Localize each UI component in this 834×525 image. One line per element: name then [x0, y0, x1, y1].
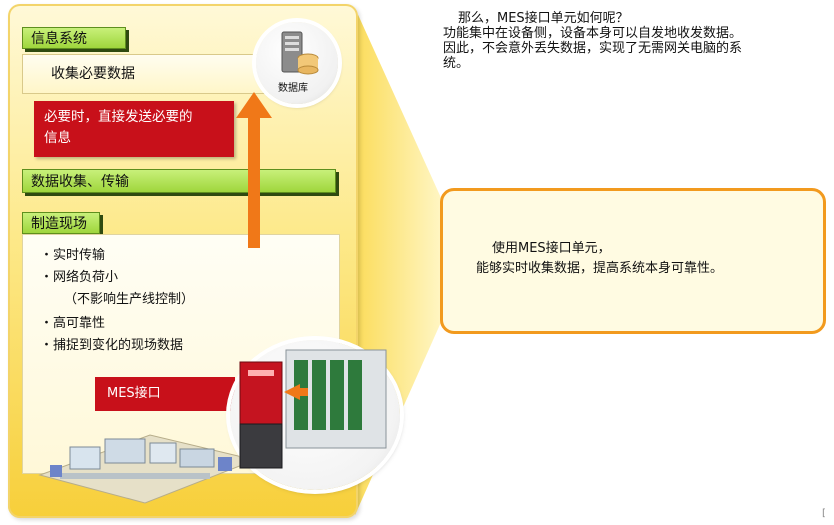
field-header: 制造现场: [22, 212, 100, 234]
collect-data-box: 收集必要数据: [22, 54, 270, 94]
direct-send-box: 必要时，直接发送必要的 信息: [34, 101, 234, 157]
callout-line: 使用MES接口单元，: [492, 241, 611, 256]
callout-box: [440, 188, 826, 334]
callout-line: 能够实时收集数据，提高系统本身可靠性。: [476, 261, 724, 276]
direct-send-line-2: 信息: [44, 130, 71, 146]
server-icon: [281, 31, 319, 75]
data-collection-header: 数据收集、传输: [22, 169, 336, 193]
field-bullet: ・捕捉到变化的现场数据: [40, 338, 184, 353]
direct-send-line-1: 必要时，直接发送必要的: [44, 109, 193, 125]
mes-interface-label: MES接口: [95, 377, 235, 411]
field-bullet: ・高可靠性: [40, 316, 106, 331]
description-line: 那么，MES接口单元如何呢？: [458, 11, 629, 26]
database-circle: [256, 22, 338, 104]
database-label: 数据库: [278, 83, 308, 94]
field-bullet: （不影响生产线控制）: [64, 292, 195, 307]
upward-arrow: [236, 92, 272, 248]
info-system-header: 信息系统: [22, 27, 126, 49]
corner-mark: [: [822, 508, 826, 519]
plc-module-icon: [239, 349, 387, 469]
field-bullet: ・网络负荷小: [40, 270, 119, 285]
description-line: 统。: [443, 56, 470, 71]
description-line: 因此，不会意外丢失数据，实现了无需网关电脑的系: [443, 41, 743, 56]
description-line: 功能集中在设备侧，设备本身可以自发地收发数据。: [443, 26, 743, 41]
field-bullet: ・实时传输: [40, 248, 106, 263]
equipment-circle: [230, 340, 400, 490]
factory-illustration: [38, 434, 257, 504]
